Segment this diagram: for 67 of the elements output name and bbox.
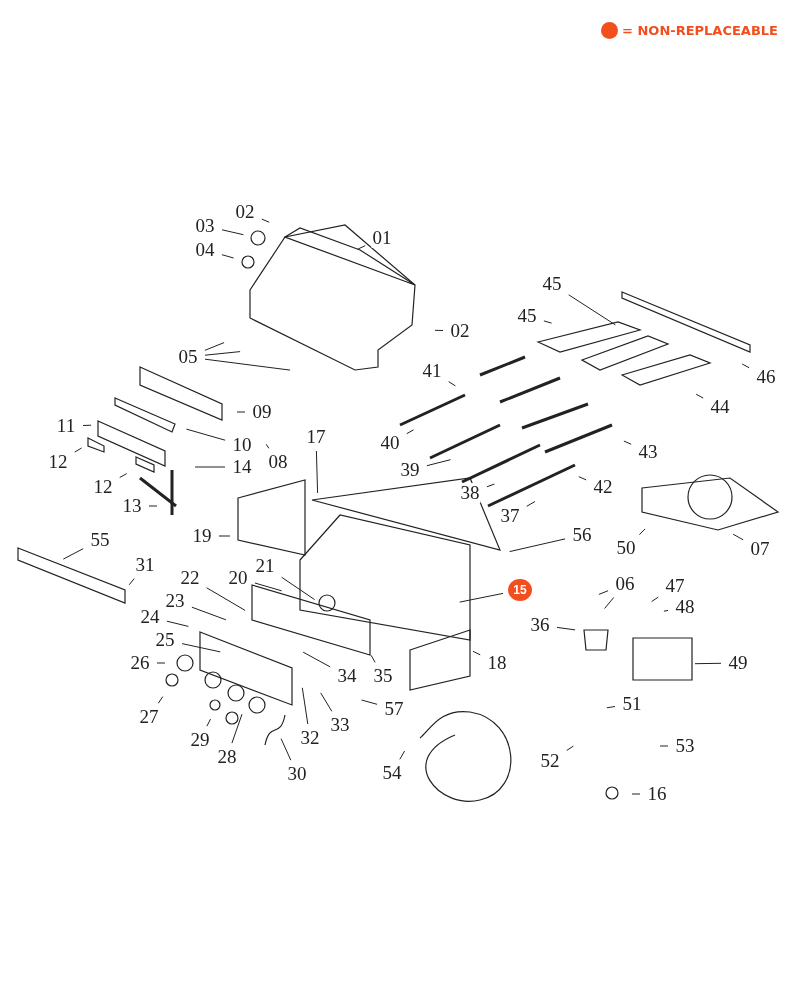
leader-line <box>406 429 414 435</box>
callout-number: 15 <box>508 579 532 601</box>
callout-number: 38 <box>459 483 481 503</box>
leader-line <box>62 548 84 560</box>
leader-line <box>486 483 495 488</box>
leader-line <box>119 473 128 478</box>
leader-line <box>181 643 221 653</box>
leader-line <box>254 582 283 592</box>
leader-line <box>221 229 244 236</box>
leader-line <box>315 450 319 494</box>
leader-line <box>302 651 331 668</box>
leader-line <box>74 447 83 453</box>
leader-line <box>663 609 669 612</box>
callout-number: 01 <box>371 228 393 248</box>
leader-line <box>191 606 227 621</box>
leader-line <box>741 363 750 369</box>
leader-line <box>157 696 164 704</box>
leader-line <box>623 440 632 445</box>
leader-line <box>543 320 553 324</box>
leader-line <box>166 620 189 627</box>
leader-line <box>526 501 536 507</box>
leader-line <box>280 738 292 761</box>
leader-line <box>426 459 451 467</box>
leader-line <box>156 662 166 664</box>
leader-line <box>448 381 456 387</box>
leader-line <box>194 466 226 468</box>
leader-line <box>206 587 246 611</box>
leader-line <box>128 578 135 586</box>
leader-line <box>185 428 226 441</box>
leader-line <box>568 294 616 326</box>
leader-line <box>361 699 378 705</box>
leader-line <box>204 351 241 356</box>
leader-line <box>732 533 744 541</box>
leader-line <box>659 745 669 747</box>
leader-line <box>399 750 406 760</box>
leader-line <box>370 654 376 663</box>
leader-line <box>357 245 366 250</box>
leader-line <box>218 535 231 537</box>
leader-line <box>638 528 646 536</box>
leader-line <box>206 718 211 727</box>
leader-line <box>281 576 316 601</box>
leader-line <box>459 592 504 603</box>
leader-line <box>598 590 609 595</box>
leader-line <box>82 424 92 426</box>
leader-line <box>556 626 576 631</box>
leader-line <box>509 538 566 553</box>
leader-line <box>261 218 270 223</box>
leader-line <box>434 329 444 331</box>
leader-line <box>265 443 270 449</box>
leader-line <box>604 597 615 609</box>
leader-line <box>231 713 243 744</box>
leader-line <box>631 793 641 795</box>
leader-line <box>236 411 246 413</box>
legend-text: = NON-REPLACEABLE <box>622 23 778 38</box>
leader-line <box>301 687 309 725</box>
leader-line <box>694 662 722 665</box>
leader-line <box>606 706 616 709</box>
leader-line <box>148 505 158 507</box>
leader-line <box>320 692 333 712</box>
leader-line <box>695 393 704 399</box>
leader-line <box>204 342 225 351</box>
leader-line <box>204 358 291 371</box>
leader-line <box>651 596 659 602</box>
leader-line <box>221 254 235 259</box>
leader-line <box>472 650 481 656</box>
leader-line <box>566 745 574 751</box>
leader-line <box>578 476 587 481</box>
